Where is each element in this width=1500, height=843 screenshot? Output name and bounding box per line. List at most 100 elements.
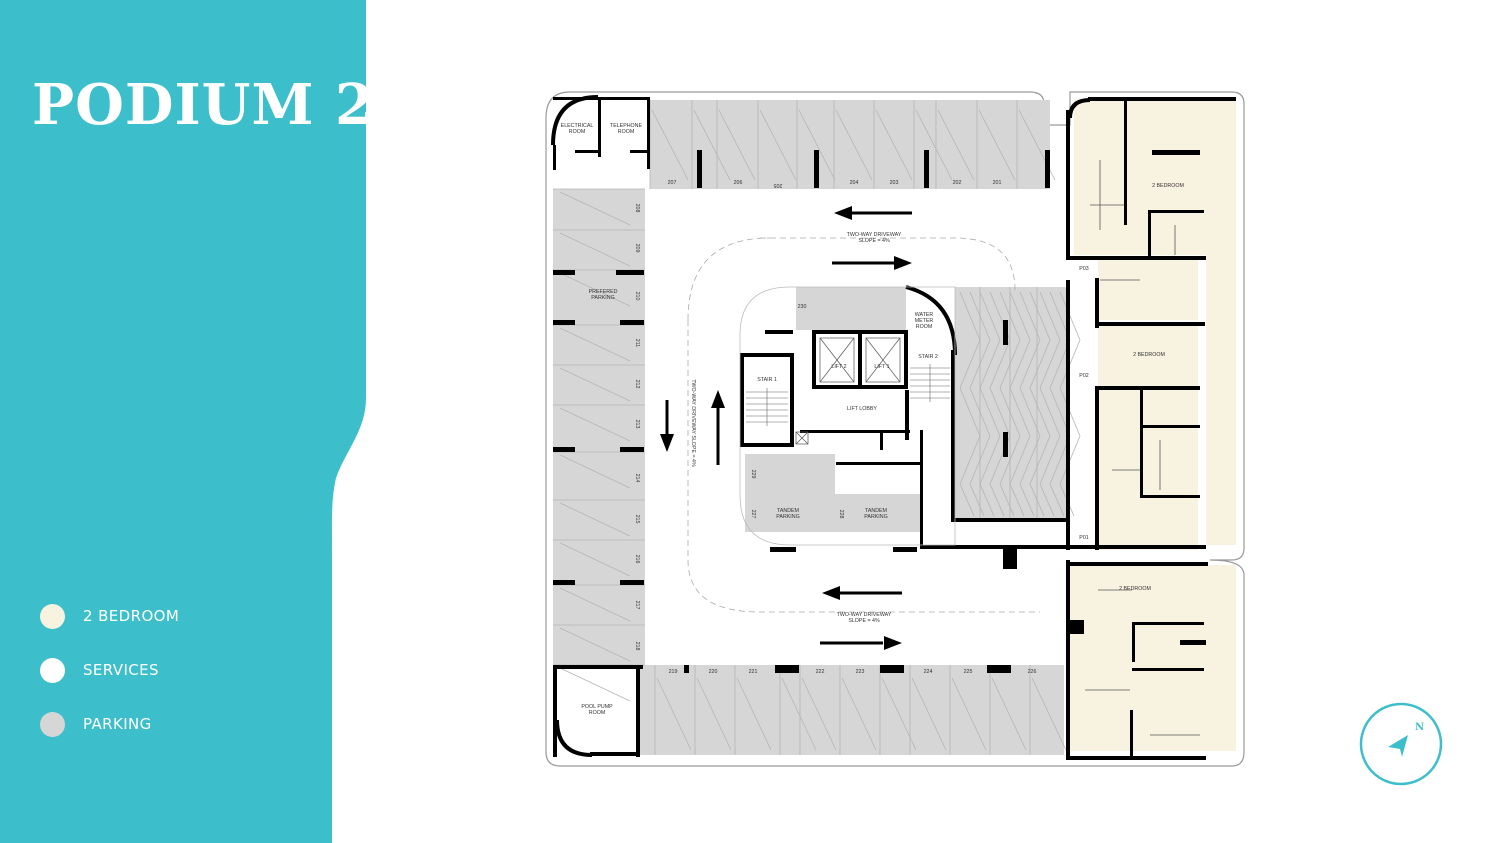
legend-swatch-services xyxy=(40,657,65,683)
bay-divider xyxy=(937,109,975,181)
bay-divider xyxy=(1009,291,1031,341)
bay-divider xyxy=(959,483,975,517)
point-label-p02: P02 xyxy=(1079,373,1088,379)
parking-bay-number: 208 xyxy=(634,204,640,213)
legend-swatch-2-bedroom xyxy=(40,603,65,629)
bay-divider xyxy=(915,109,953,181)
bay-divider xyxy=(959,339,981,389)
bay-divider xyxy=(1029,435,1051,485)
bay-divider xyxy=(979,291,1001,341)
parking-bay-number: 210 xyxy=(634,292,640,301)
bay-divider xyxy=(979,435,1001,485)
bedroom-label: 2 BEDROOM xyxy=(1133,352,1165,358)
bedroom-areas xyxy=(1070,100,1236,751)
bay-divider xyxy=(1029,387,1051,437)
stair-1-label: STAIR 1 xyxy=(757,377,777,383)
parking-bay-number: 219 xyxy=(669,669,678,675)
water-meter-room-label: WATER xyxy=(915,312,934,318)
pool-pump-room-label: ROOM xyxy=(589,710,605,716)
bay-divider xyxy=(959,387,981,437)
driveway-outline xyxy=(687,237,1040,613)
bay-divider xyxy=(696,677,732,751)
parking-bay-number: 205 xyxy=(774,182,783,188)
tandem-parking-label: PARKING xyxy=(776,514,799,520)
bay-divider xyxy=(1039,387,1061,437)
legend-item-parking: PARKING xyxy=(40,711,152,737)
parking-bay-number: 207 xyxy=(668,180,677,186)
bay-divider xyxy=(559,407,631,442)
bay-divider xyxy=(718,109,756,181)
bedroom-label: 2 BEDROOM xyxy=(1119,586,1151,592)
bay-divider xyxy=(651,109,689,181)
bay-divider xyxy=(559,542,631,577)
electrical-room-label: ELECTRICAL xyxy=(561,123,594,129)
bay-divider xyxy=(951,677,987,751)
bay-divider xyxy=(759,109,797,181)
preferred-parking-label: PREFERED xyxy=(589,289,618,295)
stair-2-treads xyxy=(910,364,950,402)
water-meter-room-label: METER xyxy=(915,318,934,324)
parking-bay-number: 216 xyxy=(634,555,640,564)
legend-swatch-parking xyxy=(40,711,65,737)
bay-divider xyxy=(979,387,1001,437)
legend-label: SERVICES xyxy=(83,661,159,679)
bay-divider xyxy=(835,109,873,181)
bay-divider xyxy=(1039,291,1061,341)
water-meter-room-label: ROOM xyxy=(916,324,932,330)
driveway-label-vertical: TWO-WAY DRIVEWAY SLOPE = 4% xyxy=(690,379,696,467)
parking-bay-number: 201 xyxy=(993,180,1002,186)
bay-divider xyxy=(841,677,877,751)
bay-divider xyxy=(1009,339,1031,389)
parking-bay-number: 222 xyxy=(816,669,825,675)
room-labels: ELECTRICAL ROOM TELEPHONE ROOM PREFERED … xyxy=(561,123,1184,716)
driveway-label: SLOPE = 4% xyxy=(858,238,890,244)
preferred-parking-label: PARKING xyxy=(591,295,614,301)
bedroom-label: 2 BEDROOM xyxy=(1152,183,1184,189)
driveway-label: TWO-WAY DRIVEWAY xyxy=(837,612,892,618)
bay-divider xyxy=(979,483,995,517)
parking-bay-number: 212 xyxy=(634,380,640,389)
bay-divider xyxy=(989,483,1005,517)
bay-divider xyxy=(559,502,631,537)
telephone-room-label: TELEPHONE xyxy=(610,123,643,129)
parking-bay-number: 221 xyxy=(749,669,758,675)
inner-island xyxy=(739,286,956,546)
driveway-label: TWO-WAY DRIVEWAY xyxy=(847,232,902,238)
legend-item-services: SERVICES xyxy=(40,657,159,683)
driveway-label: SLOPE = 4% xyxy=(848,618,880,624)
bay-divider xyxy=(959,435,981,485)
lift-1-label: LIFT 1 xyxy=(874,364,889,370)
bay-divider xyxy=(991,677,1027,751)
parking-bay-number: 228 xyxy=(838,510,844,519)
bay-divider xyxy=(798,109,836,181)
bay-divider xyxy=(559,367,631,402)
bay-divider xyxy=(1029,291,1051,341)
parking-bay-number: 225 xyxy=(964,669,973,675)
parking-bay-number: 213 xyxy=(634,420,640,429)
parking-bay-number: 229 xyxy=(750,470,756,479)
bay-divider xyxy=(559,272,631,307)
parking-bay-number: 203 xyxy=(890,180,899,186)
bay-divider xyxy=(1039,339,1061,389)
traffic-arrows xyxy=(660,206,912,650)
bay-divider xyxy=(559,667,631,702)
lift-lobby-label: LIFT LOBBY xyxy=(847,406,877,412)
bay-divider xyxy=(1039,483,1055,517)
parking-bay-number: 209 xyxy=(634,244,640,253)
parking-bay-number: 218 xyxy=(634,642,640,651)
page-title: PODIUM 2 xyxy=(32,72,375,138)
bay-divider xyxy=(979,339,1001,389)
pool-pump-room-label: POOL PUMP xyxy=(581,704,613,710)
parking-bay-number: 226 xyxy=(1028,669,1037,675)
parking-bay-number: 215 xyxy=(634,515,640,524)
compass-arrow-icon xyxy=(1388,735,1408,757)
bay-divider xyxy=(875,109,913,181)
bay-divider xyxy=(559,454,631,489)
bay-divider xyxy=(559,627,631,662)
bay-divider xyxy=(911,677,947,751)
interior-lines xyxy=(1085,160,1200,736)
bay-divider xyxy=(1019,483,1035,517)
point-label-p01: P01 xyxy=(1079,535,1088,541)
lift-shafts xyxy=(795,337,901,445)
